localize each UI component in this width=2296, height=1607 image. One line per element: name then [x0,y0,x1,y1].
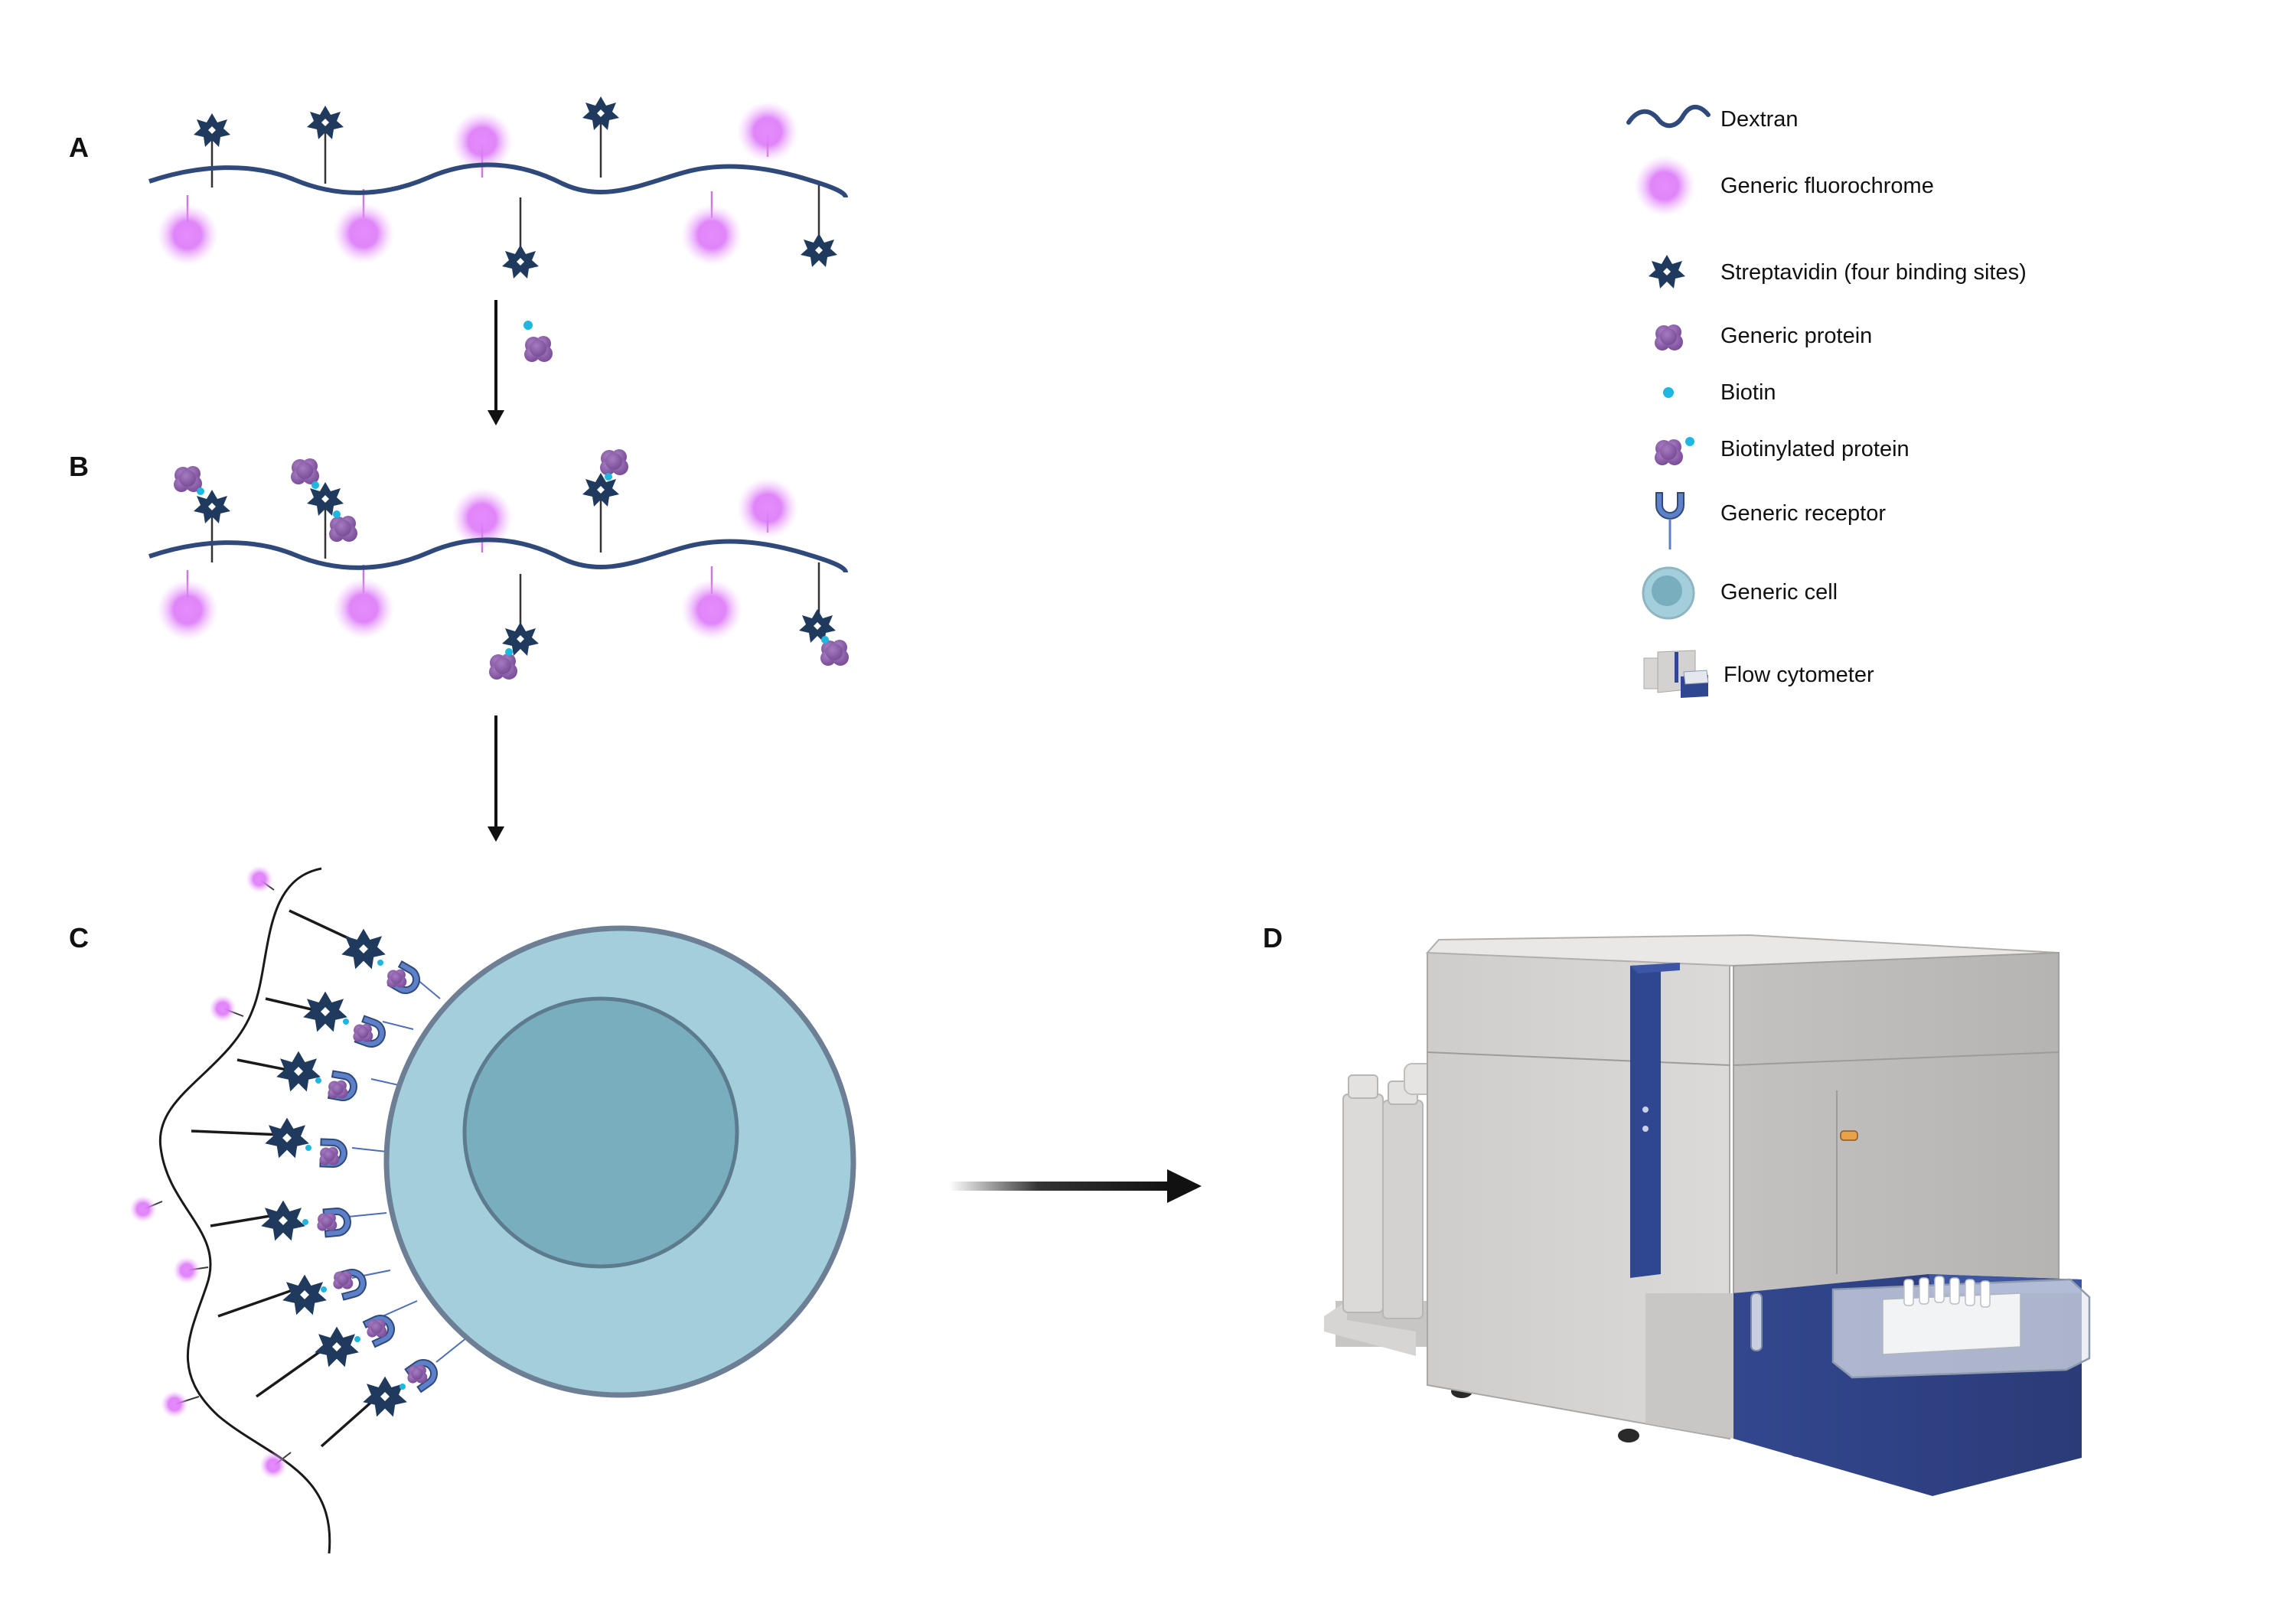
biotinylated-protein [317,1212,338,1231]
legend-label-cell: Generic cell [1720,580,1838,605]
fluorochrome [333,578,394,639]
fluorochrome [246,865,273,893]
fluorochrome [259,1452,287,1479]
flow-cytometer-icon [1643,650,1709,698]
streptavidin [799,609,836,643]
fluorochrome [209,995,236,1022]
legend-label-receptor: Generic receptor [1720,501,1886,526]
fluorochrome [157,204,218,266]
biotinylated-protein [353,1023,373,1042]
biotinylated-protein [407,1364,428,1384]
fluorochrome [173,1257,201,1284]
streptavidin [282,1274,327,1315]
panel-c-cell-binding [129,865,856,1554]
legend-label-biotin: Biotin [1720,380,1776,405]
dextran-icon [1626,104,1711,129]
fluorochrome [681,579,742,641]
biotinylated-protein [328,1080,348,1099]
biotinylated-protein [291,458,319,484]
panel-a-dextramer [148,96,848,279]
biotinylated-protein [386,969,407,988]
arrow-a-to-b [488,300,504,425]
panel-label-d: D [1263,922,1283,953]
legend-label-dextran: Dextran [1720,107,1799,132]
panel-label-a: A [69,132,89,163]
biotinylated-protein-icon [1655,437,1694,465]
dextran-backbone [158,867,331,1554]
fluorochrome [129,1195,157,1223]
panel-label-b: B [69,451,89,482]
streptavidin [261,1200,305,1241]
streptavidin [315,1326,359,1367]
dextran-backbone [148,162,848,198]
streptavidin [801,233,837,267]
legend-label-flow-cytometer: Flow cytometer [1724,663,1874,687]
biotinylated-protein [489,654,517,680]
biotinylated-protein [523,321,553,362]
legend-label-biotinylated-protein: Biotinylated protein [1720,437,1910,461]
streptavidin-icon [1649,255,1685,288]
panel-label-c: C [69,922,89,953]
biotinylated-protein [319,1146,340,1165]
legend-label-fluorochrome: Generic fluorochrome [1720,174,1934,198]
streptavidin [303,991,347,1032]
legend-label-protein: Generic protein [1720,324,1872,348]
fluorochrome [157,579,218,641]
streptavidin [276,1051,321,1092]
protein-icon [1655,324,1683,350]
legend-label-streptavidin: Streptavidin (four binding sites) [1720,260,2027,285]
fluorochrome-icon [1634,155,1695,217]
arrow-b-to-c [488,715,504,842]
fluorochrome [681,204,742,266]
fluorochrome [737,101,798,162]
biotinylated-protein [174,466,202,492]
biotinylated-protein [329,516,357,542]
biotinylated-protein [820,640,849,666]
cell-nucleus [462,996,739,1269]
streptavidin [502,245,539,279]
biotinylated-protein [333,1270,354,1289]
legend: Dextran Generic fluorochrome Streptavidi… [1626,104,2027,698]
biotinylated-protein [367,1319,387,1338]
fluorochrome [333,203,394,264]
fluorochrome [737,478,798,539]
dextran-backbone [148,537,848,573]
streptavidin [265,1117,309,1159]
fluorochrome [161,1390,188,1418]
biotinylated-protein [600,449,628,475]
streptavidin [363,1376,407,1417]
arrow-c-to-d [949,1169,1202,1203]
receptor-icon [1655,492,1684,549]
flow-cytometer [1324,934,2091,1496]
panel-b-loaded-dextramer [148,449,849,680]
cell-icon [1642,566,1695,620]
biotin-icon [1663,387,1674,398]
